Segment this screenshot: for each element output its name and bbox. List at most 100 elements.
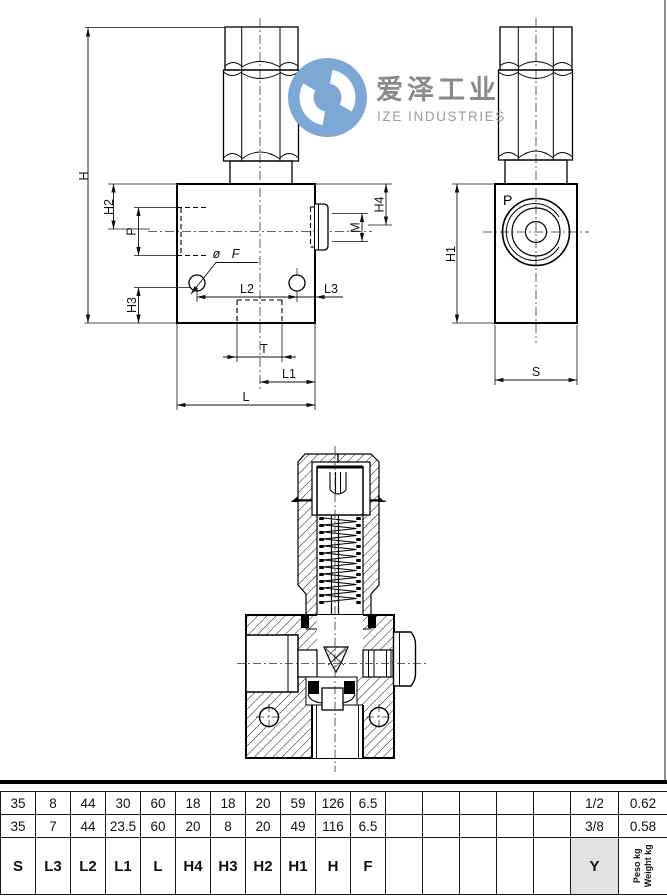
table-header-cell: H2: [245, 837, 281, 895]
table-cell: 3/8: [570, 814, 619, 838]
label-H4: H4: [373, 196, 387, 212]
table-header-cell: L: [140, 837, 176, 895]
table-header-cell: [533, 837, 571, 895]
label-P: P: [125, 227, 139, 235]
table-cell: 23.5: [105, 814, 141, 838]
table-cell: 20: [245, 791, 281, 815]
table-cell: 6.5: [350, 814, 386, 838]
label-side-P: P: [503, 192, 512, 208]
valve-drawing-svg: H H2 P H3 M H4 ø F L2 L3 T L1 L: [77, 0, 666, 780]
table-cell: 18: [175, 791, 211, 815]
table-header-cell: L1: [105, 837, 141, 895]
label-F: ø F: [213, 247, 244, 261]
table-cell: 0.62: [618, 791, 667, 815]
mount-hole-right: [288, 274, 306, 292]
table-header-cell: H: [315, 837, 351, 895]
table-header-cell: L3: [35, 837, 71, 895]
logo: 爱泽工业 IZE INDUSTRIES: [288, 58, 506, 137]
table-cell: [496, 791, 534, 815]
table-cell: 30: [105, 791, 141, 815]
side-view: P H1 S: [444, 18, 589, 385]
table-cell: 20: [245, 814, 281, 838]
logo-text-cn: 爱泽工业: [376, 75, 500, 106]
table-cell: 35: [0, 814, 36, 838]
label-M: M: [349, 222, 363, 232]
seat-plug: [321, 687, 344, 711]
table-header-cell: [496, 837, 534, 895]
table-cell: [459, 814, 497, 838]
table-cell: 18: [210, 791, 246, 815]
front-view: H H2 P H3 M H4 ø F L2 L3 T L1 L: [77, 18, 392, 410]
table-cell: 35: [0, 791, 36, 815]
port-mid-circle: [511, 207, 561, 257]
table-cell: 60: [140, 814, 176, 838]
table-header-cell: F: [350, 837, 386, 895]
table-cell: [385, 791, 423, 815]
label-T: T: [260, 342, 268, 356]
table-cell: [422, 814, 460, 838]
table-cell: [533, 814, 571, 838]
sheet-bottom-border: [0, 780, 667, 784]
bottom-port: [312, 705, 363, 758]
side-plug: [315, 203, 329, 251]
logo-glyph: [299, 69, 356, 126]
table-cell: [422, 791, 460, 815]
label-L3: L3: [324, 282, 338, 296]
table-cell: 7: [35, 814, 71, 838]
table-cell: 8: [35, 791, 71, 815]
port-outer-circle: [501, 197, 571, 267]
label-S: S: [532, 365, 540, 379]
cap-hex-lower: [222, 69, 300, 162]
table-header-cell: H3: [210, 837, 246, 895]
cap-hex-top: [224, 26, 299, 71]
port-thread-arc: [505, 203, 560, 261]
table-cell: 1/2: [570, 791, 619, 815]
table-cell: 116: [315, 814, 351, 838]
table-cell: [533, 791, 571, 815]
label-L2: L2: [240, 282, 254, 296]
table-cell: 20: [175, 814, 211, 838]
cross-section-view: [237, 446, 428, 772]
label-H: H: [77, 171, 91, 180]
right-port-nut: [392, 631, 417, 687]
table-cell: 6.5: [350, 791, 386, 815]
neck-seal-left: [301, 616, 309, 628]
table-header-cell: H4: [175, 837, 211, 895]
table-cell: [496, 814, 534, 838]
cap-neck: [229, 160, 293, 185]
poppet-cone: [323, 646, 349, 674]
table-cell: 44: [70, 814, 106, 838]
seat-seal-right: [344, 681, 355, 694]
section-housing-left: [297, 499, 318, 616]
table-cell: [385, 814, 423, 838]
table-cell: [459, 791, 497, 815]
table-cell: 59: [280, 791, 316, 815]
side-cap-hex-lower: [497, 69, 574, 161]
label-H3: H3: [125, 297, 139, 313]
label-H2: H2: [102, 199, 116, 215]
table-cell: 0.58: [618, 814, 667, 838]
table-header-cell: [459, 837, 497, 895]
table-header-cell: [422, 837, 460, 895]
side-cap-neck: [504, 159, 568, 185]
table-header-cell: [385, 837, 423, 895]
table-cell: 44: [70, 791, 106, 815]
table-header-cell: S: [0, 837, 36, 895]
spring: [319, 517, 361, 604]
table-header-cell: H1: [280, 837, 316, 895]
label-H1: H1: [444, 246, 458, 262]
seat-seal-left: [308, 681, 319, 694]
leader-F: [190, 262, 258, 295]
table-cell: 126: [315, 791, 351, 815]
table-header-cell: L2: [70, 837, 106, 895]
label-L1: L1: [282, 367, 296, 381]
mount-hole-left: [188, 274, 206, 292]
logo-text-en: IZE INDUSTRIES: [377, 109, 506, 124]
hex-socket: [329, 472, 347, 495]
